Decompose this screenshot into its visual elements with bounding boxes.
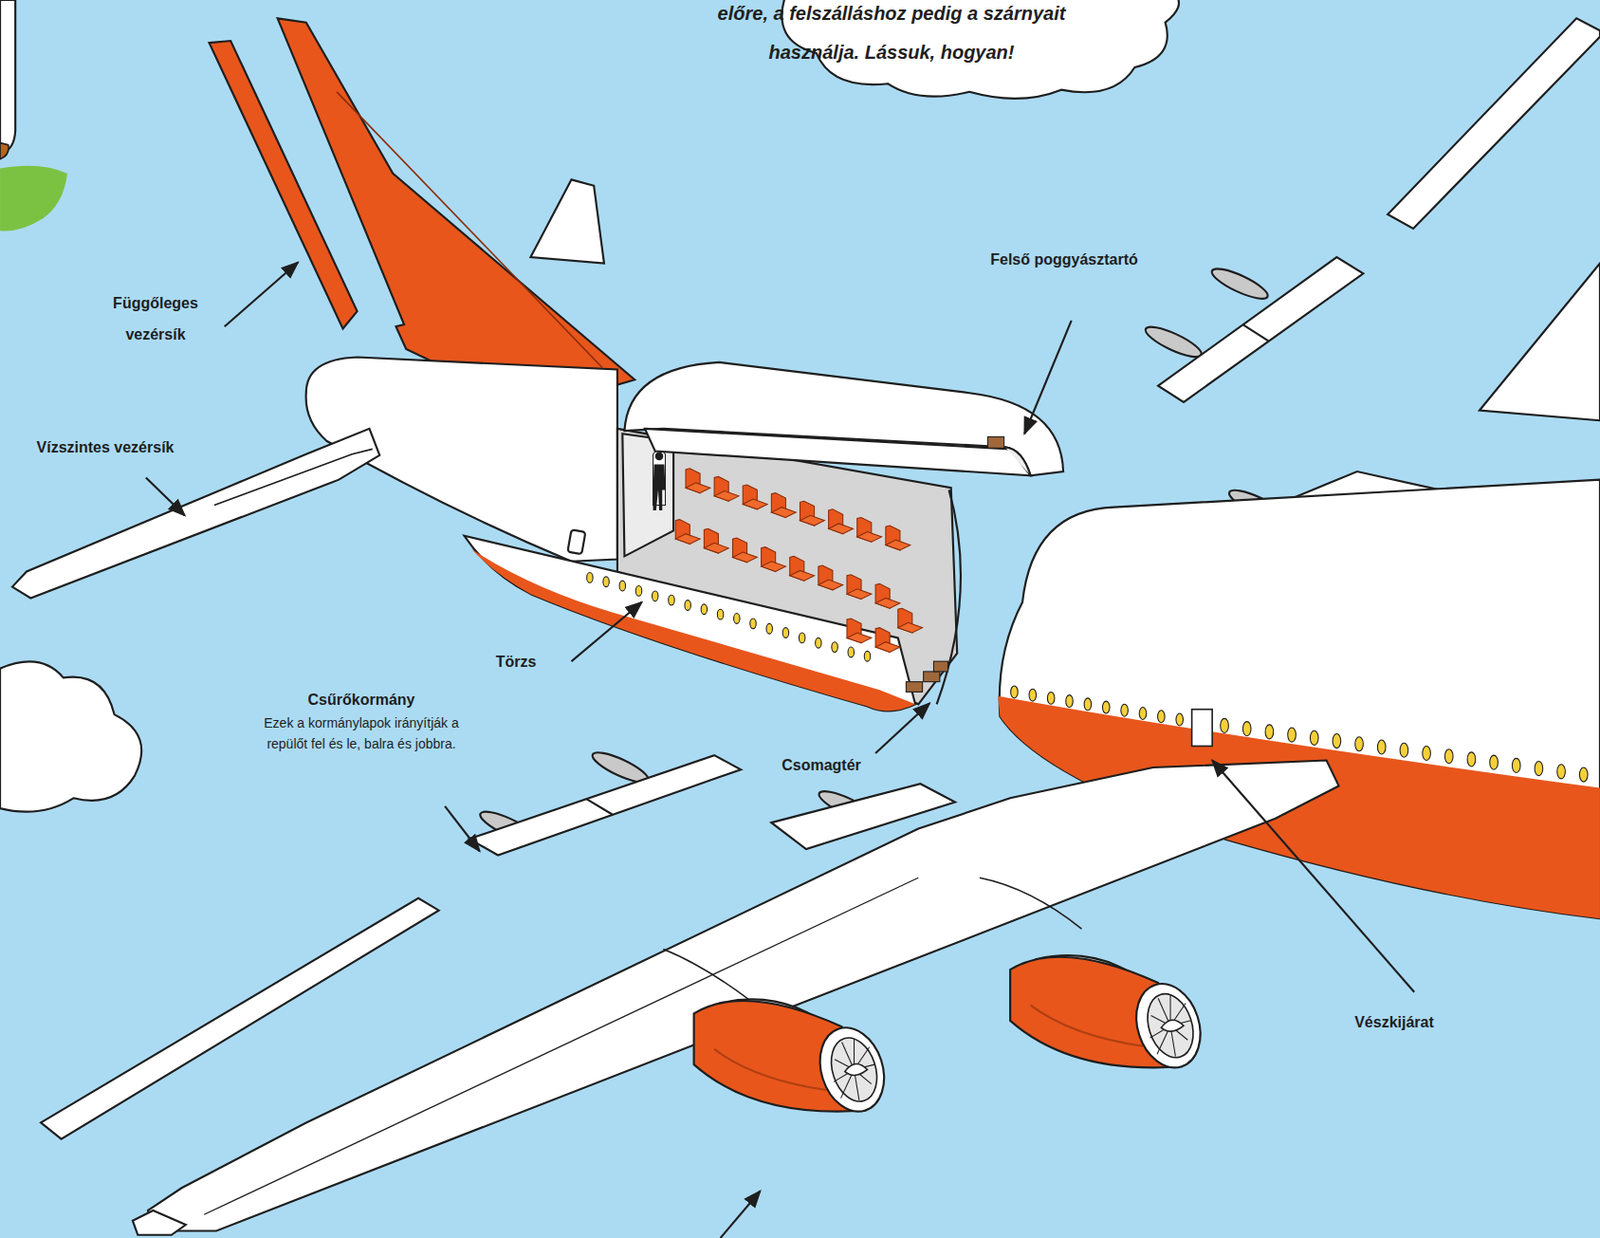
part-label: Vészkijárat — [1332, 1006, 1456, 1038]
part-label: Csűrőkormány — [266, 683, 457, 716]
leader-lines — [146, 261, 1415, 1238]
engines — [694, 955, 1212, 1120]
part-label: Törzs — [473, 645, 559, 678]
part-label: Vízszintes vezérsík — [5, 431, 205, 463]
part-label: Csomagtér — [764, 749, 879, 781]
main-wing — [132, 760, 1340, 1235]
part-label: Függőleges vezérsík — [93, 287, 218, 350]
part-note: Ezek a kormánylapok irányítják a repülőt… — [252, 712, 471, 755]
part-label: Felső poggyásztartó — [988, 243, 1141, 276]
intro-text: előre, a felszálláshoz pedig a szárnyait… — [673, 0, 1110, 73]
seats — [675, 468, 922, 653]
speech-cloud: előre, a felszálláshoz pedig a szárnyait… — [673, 0, 1110, 73]
roof-panel — [624, 362, 1064, 476]
tail-section — [209, 18, 961, 711]
window-row — [587, 572, 871, 663]
